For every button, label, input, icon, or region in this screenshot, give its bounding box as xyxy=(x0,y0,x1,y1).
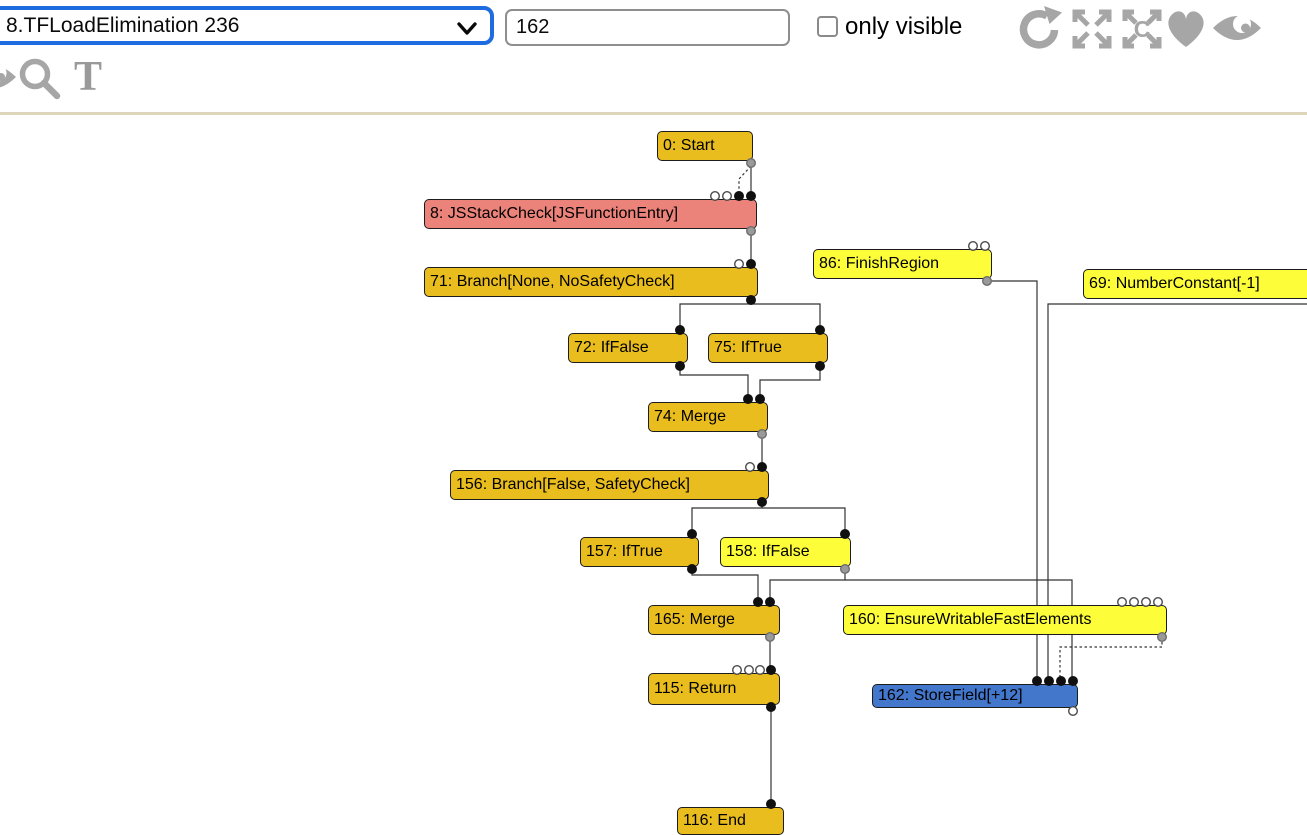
graph-edge xyxy=(738,165,752,196)
phase-select[interactable]: 8.TFLoadElimination 236 xyxy=(0,6,494,45)
chevron-down-icon xyxy=(456,19,478,42)
graph-edge xyxy=(691,569,759,602)
graph-node-75[interactable]: 75: IfTrue xyxy=(708,333,828,363)
graph-node-86[interactable]: 86: FinishRegion xyxy=(813,249,992,279)
graph-edge xyxy=(769,569,846,602)
graph-edge xyxy=(762,507,846,534)
graph-edge xyxy=(679,300,752,330)
graph-node-158[interactable]: 158: IfFalse xyxy=(720,537,851,567)
text-tool-icon[interactable]: T xyxy=(68,54,108,100)
graph-node-116[interactable]: 116: End xyxy=(677,807,784,835)
expand-all-icon[interactable] xyxy=(1068,5,1116,53)
graph-node-74[interactable]: 74: Merge xyxy=(648,402,768,432)
graph-edge xyxy=(1059,637,1163,681)
graph-edge xyxy=(691,502,763,534)
relayout-icon[interactable] xyxy=(1016,5,1064,53)
graph-node-162[interactable]: 162: StoreField[+12] xyxy=(872,684,1078,708)
svg-text:T: T xyxy=(74,54,102,100)
eye-icon[interactable] xyxy=(1211,8,1263,48)
only-visible-label: only visible xyxy=(845,13,963,40)
graph-node-115[interactable]: 115: Return xyxy=(648,673,780,705)
node-search-input[interactable] xyxy=(505,9,790,46)
graph-edge xyxy=(679,366,749,399)
graph-node-156[interactable]: 156: Branch[False, SafetyCheck] xyxy=(450,470,769,500)
graph-edge xyxy=(759,366,821,399)
only-visible-checkbox[interactable] xyxy=(817,16,838,37)
graph-node-157[interactable]: 157: IfTrue xyxy=(580,537,699,567)
search-icon[interactable] xyxy=(16,57,64,105)
graph-node-165[interactable]: 165: Merge xyxy=(648,605,780,635)
phase-select-value: 8.TFLoadElimination 236 xyxy=(6,13,240,37)
toolbar: 8.TFLoadElimination 236 only visible xyxy=(0,0,1307,112)
graph-node-8[interactable]: 8: JSStackCheck[JSFunctionEntry] xyxy=(424,199,757,229)
graph-node-71[interactable]: 71: Branch[None, NoSafetyCheck] xyxy=(424,267,758,297)
zoom-selection-icon[interactable]: C xyxy=(1118,5,1166,53)
graph-node-0[interactable]: 0: Start xyxy=(657,131,753,161)
graph-node-72[interactable]: 72: IfFalse xyxy=(568,333,688,363)
heart-icon[interactable] xyxy=(1163,4,1209,50)
graph-node-160[interactable]: 160: EnsureWritableFastElements xyxy=(843,605,1167,635)
graph-node-69[interactable]: 69: NumberConstant[-1] xyxy=(1083,269,1307,299)
eye-partial-icon[interactable] xyxy=(0,58,18,96)
svg-text:C: C xyxy=(1134,16,1151,42)
toolbar-separator xyxy=(0,112,1307,115)
graph-edge xyxy=(751,303,821,330)
